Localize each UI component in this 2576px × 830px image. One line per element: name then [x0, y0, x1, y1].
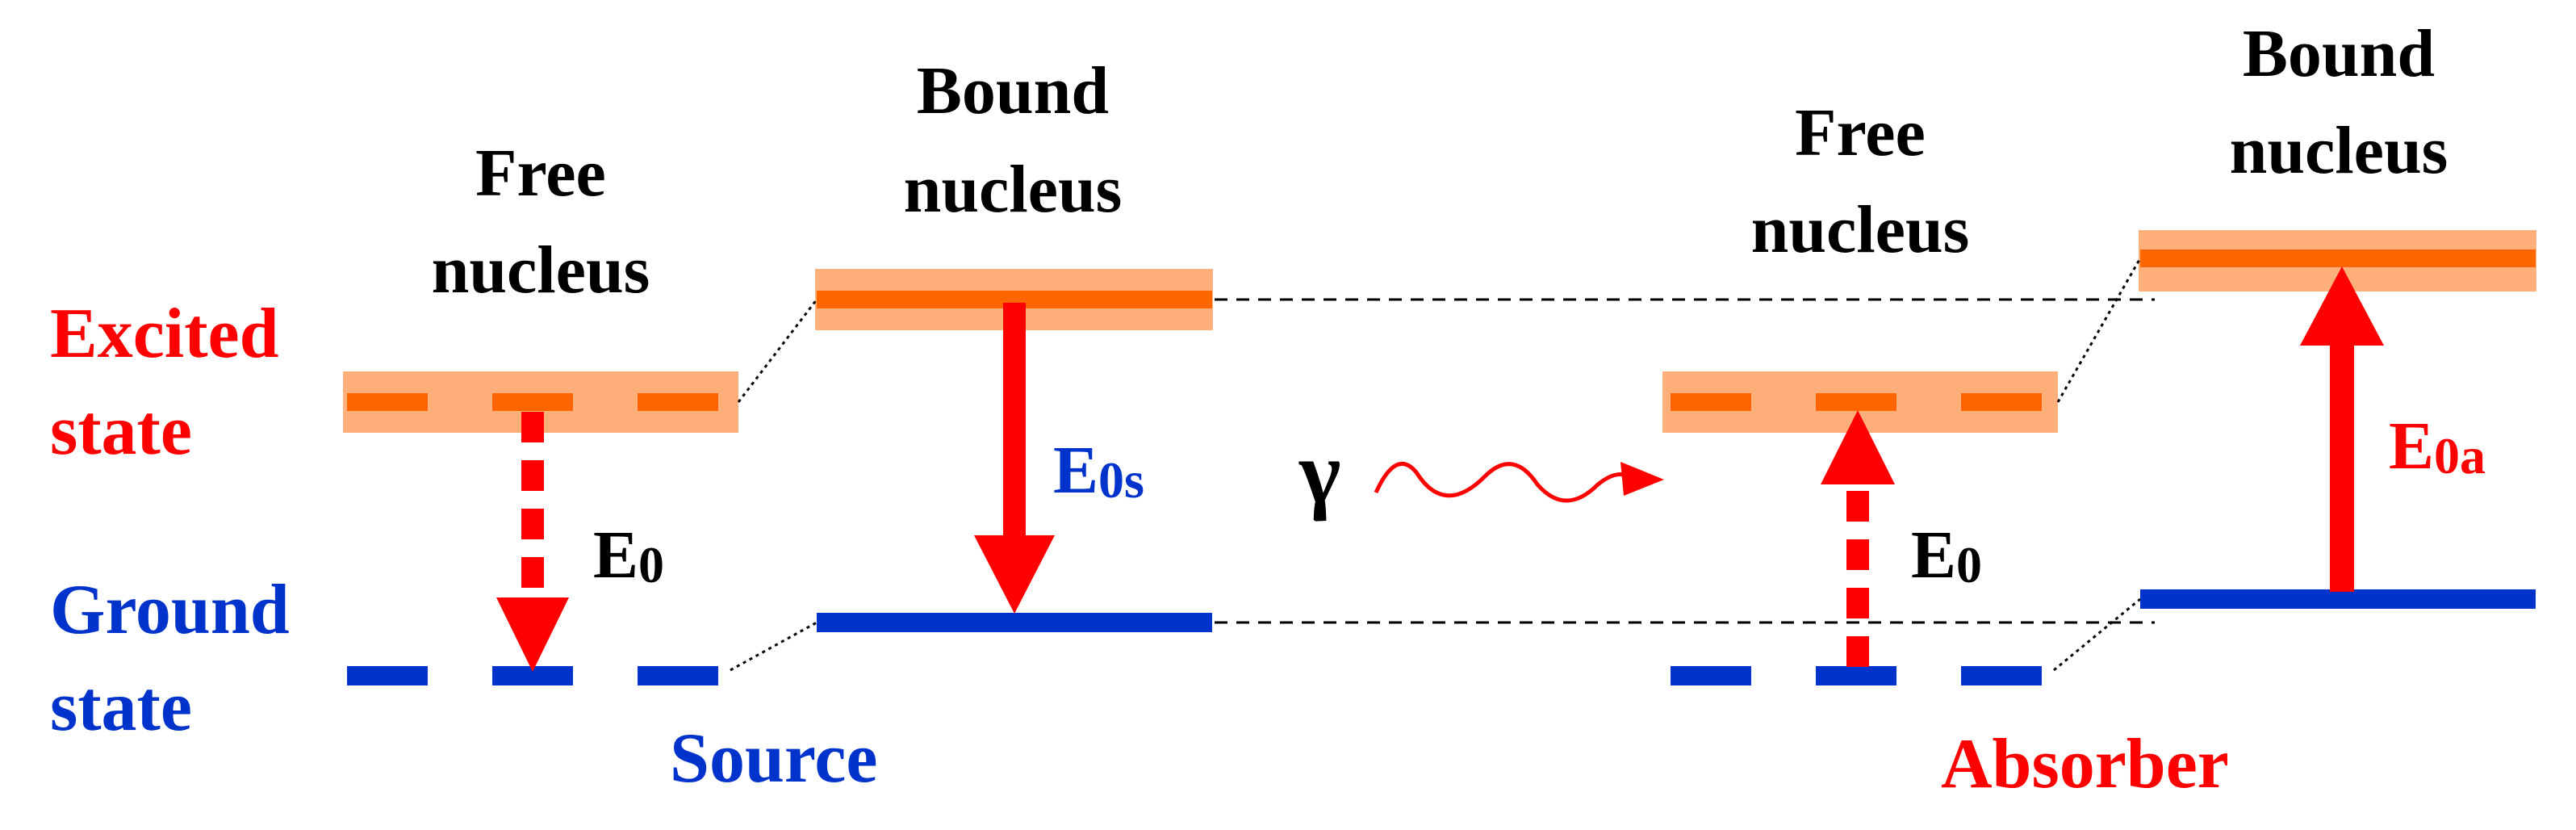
source-label: Source	[670, 719, 877, 798]
source-bound-transition-arrow	[1003, 303, 1026, 537]
source-free-title-line1: Free	[475, 136, 606, 211]
absorber-free-transition-arrowhead	[1821, 410, 1895, 484]
gamma-wave	[1374, 462, 1632, 503]
source-free-title-line2: nucleus	[432, 233, 650, 308]
gamma-wave-arrowhead	[1620, 462, 1664, 496]
absorber-e0-label: E0	[1911, 518, 1982, 593]
source-bound-title-line1: Bound	[917, 53, 1109, 128]
source-e0-label: E0	[593, 518, 664, 593]
source-ground-connector	[730, 621, 818, 672]
source-excited-connector	[737, 299, 818, 403]
source-bound-transition-arrowhead	[974, 535, 1055, 614]
gamma-symbol: γ	[1298, 423, 1340, 522]
source-free-transition-arrowhead	[496, 597, 569, 672]
ground-state-label-line2: state	[50, 668, 192, 746]
absorber-free-title-line2: nucleus	[1751, 192, 1970, 267]
absorber-free-title-line1: Free	[1795, 95, 1926, 170]
source-bound-title-line2: nucleus	[904, 152, 1123, 227]
excited-state-label-line2: state	[50, 392, 192, 470]
absorber-bound-title-line1: Bound	[2243, 16, 2435, 91]
ground-state-label-line1: Ground	[50, 571, 290, 649]
source-e0s-label: E0s	[1053, 433, 1144, 509]
absorber-bound-transition-arrow	[2330, 343, 2354, 592]
excited-state-label-line1: Excited	[50, 295, 279, 373]
absorber-bound-title-line2: nucleus	[2230, 113, 2448, 188]
absorber-label: Absorber	[1941, 725, 2229, 803]
absorber-bound-transition-arrowhead	[2300, 266, 2384, 346]
absorber-ground-connector	[2053, 597, 2141, 672]
absorber-excited-connector	[2056, 258, 2142, 403]
absorber-e0a-label: E0a	[2389, 409, 2486, 484]
